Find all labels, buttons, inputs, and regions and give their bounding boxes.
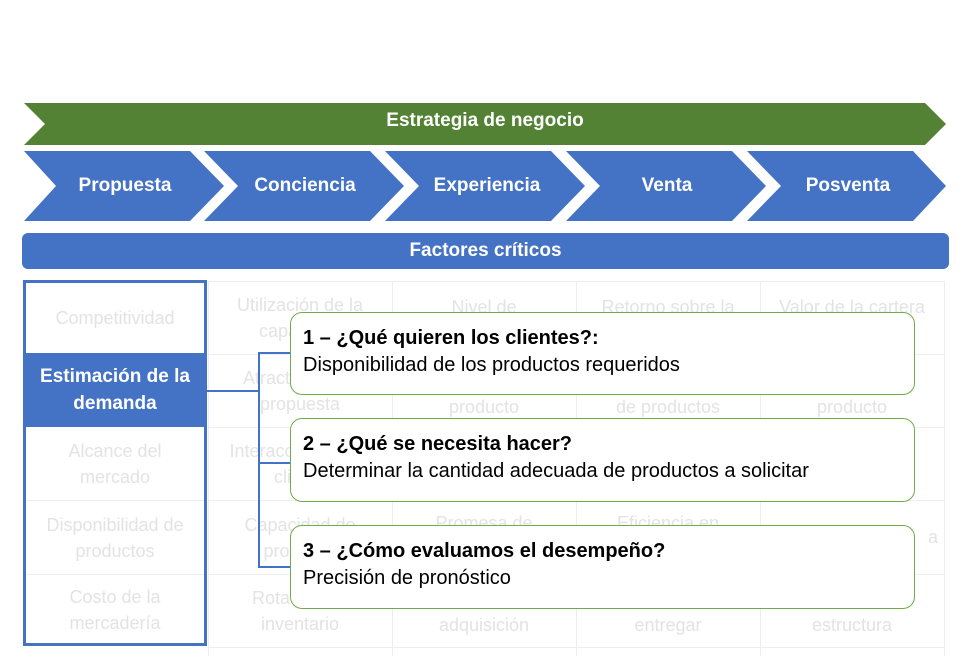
chevron-label-experiencia: Experiencia [433,175,541,196]
connector-main [207,390,259,392]
connector-3 [258,566,292,568]
callout-answer: Disponibilidad de los productos requerid… [303,354,680,376]
chevron-propuesta [24,151,224,221]
grid-cell: producto [448,397,520,417]
chevron-label-venta: Venta [641,175,693,196]
grid-cell: producto [816,397,888,417]
connector-1 [258,352,292,354]
chevron-label-conciencia: Conciencia [254,175,356,196]
grid-cell: de productos [615,397,721,417]
connector-2 [258,462,292,464]
callout-2: 2 – ¿Qué se necesita hacer? Determinar l… [290,418,915,502]
callout-answer: Precisión de pronóstico [303,567,511,589]
callout-answer: Determinar la cantidad adecuada de produ… [303,460,809,482]
chevron-venta [566,151,766,221]
chevron-conciencia [204,151,404,221]
callout-question: 1 – ¿Qué quieren los clientes?: [303,327,599,349]
grid-cell: a [927,527,938,547]
chevron-label-posventa: Posventa [805,175,891,196]
left-item-alcance-mercado: Alcance del mercado [68,441,162,487]
grid-cell: entregar [634,615,702,635]
grid-cell: adquisición [438,615,530,635]
strategy-arrow [24,103,946,145]
callout-1: 1 – ¿Qué quieren los clientes?: Disponib… [290,312,915,395]
left-item-estimacion-demanda: Estimación de la demanda [23,353,207,427]
callout-question: 3 – ¿Cómo evaluamos el desempeño? [303,540,666,562]
chevron-experiencia [385,151,585,221]
chevron-posventa [747,151,946,221]
grid-cell: estructura [811,615,893,635]
left-item-competitividad: Competitividad [55,308,175,328]
chevron-label-propuesta: Propuesta [78,175,172,196]
left-item-disponibilidad: Disponibilidad de productos [46,514,184,561]
callout-question: 2 – ¿Qué se necesita hacer? [303,433,573,455]
left-column-frame [23,280,207,646]
process-arrows [24,103,946,221]
callout-3: 3 – ¿Cómo evaluamos el desempeño? Precis… [290,525,915,609]
strategy-label: Estrategia de negocio [386,110,584,131]
factores-criticos-bar: Factores críticos [22,233,949,269]
left-item-costo: Costo de la mercadería [69,587,161,633]
connector-vertical [258,352,260,567]
